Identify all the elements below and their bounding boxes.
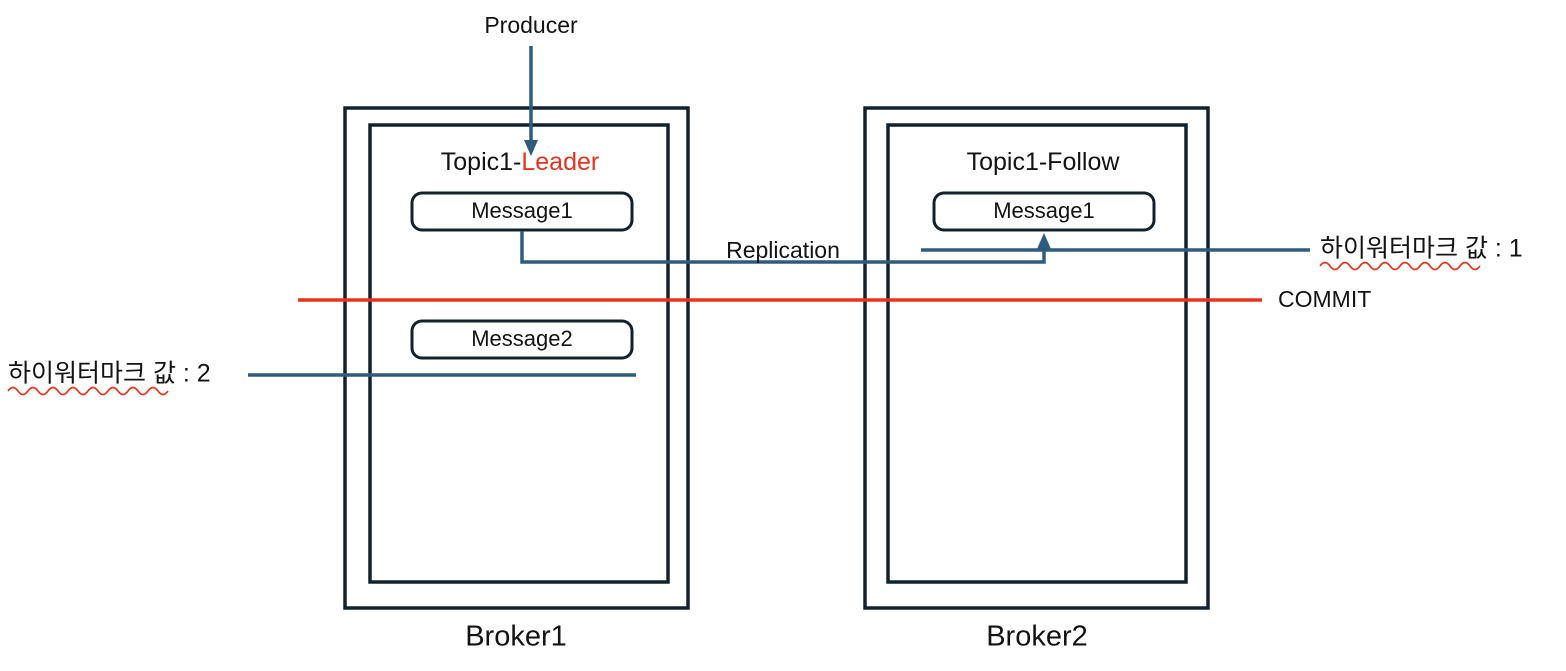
broker2-name-label: Broker2: [986, 621, 1088, 653]
broker1-message-box-1[interactable]: [410, 191, 634, 232]
broker1-outer-box: [343, 106, 690, 610]
broker1-partition-label: Topic1-Leader: [441, 148, 599, 176]
broker1-partition-prefix: Topic1-: [441, 148, 522, 176]
broker2-message-box-1[interactable]: [932, 191, 1156, 232]
spellcheck-squiggle-left: [7, 386, 169, 396]
broker2-message-label-1: Message1: [993, 198, 1095, 223]
broker1-partition-role: Leader: [521, 148, 599, 176]
broker2-partition-prefix: Topic1-: [967, 148, 1048, 176]
broker1-inner-box: [368, 123, 670, 584]
broker2-inner-box: [886, 123, 1188, 584]
replication-connector: [520, 231, 1051, 264]
commit-label: COMMIT: [1278, 286, 1371, 312]
broker1-message-label-2: Message2: [471, 326, 573, 351]
broker1-message-box-2[interactable]: [410, 319, 634, 360]
broker1-message-label-1: Message1: [471, 198, 573, 223]
highwatermark-right-label: 하이워터마크 값 : 1: [1320, 235, 1523, 263]
producer-arrow: [524, 46, 538, 156]
producer-label: Producer: [484, 12, 578, 38]
broker2-partition-label: Topic1-Follow: [967, 148, 1121, 176]
broker2-outer-box: [863, 106, 1210, 610]
broker2-partition-role: Follow: [1047, 148, 1120, 176]
highwatermark-left-label: 하이워터마크 값 : 2: [8, 360, 211, 388]
replication-label: Replication: [726, 237, 840, 263]
broker1-name-label: Broker1: [465, 621, 567, 653]
spellcheck-squiggle-right: [1319, 261, 1481, 271]
